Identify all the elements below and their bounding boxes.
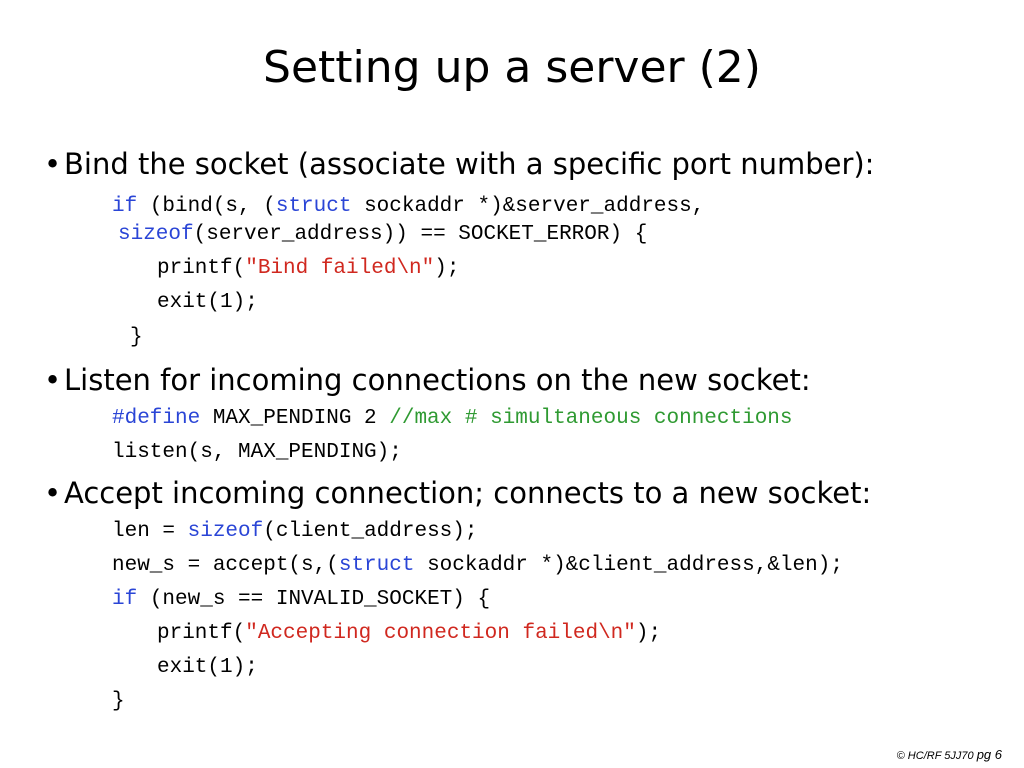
code-text: (server_address)) == SOCKET_ERROR) {	[193, 223, 648, 246]
code-text: (new_s == INVALID_SOCKET) {	[137, 588, 491, 611]
code-text: new_s = accept(s,(	[112, 554, 339, 577]
code-line: }	[112, 688, 125, 716]
code-keyword: #define	[112, 407, 201, 430]
bullet-dot: •	[44, 363, 62, 397]
code-text: printf(	[157, 257, 246, 280]
bullet-heading: Listen for incoming connections on the n…	[64, 363, 811, 397]
code-string: "Bind failed\n"	[245, 257, 435, 280]
code-line: printf("Bind failed\n");	[157, 255, 459, 283]
code-string: "Accepting connection failed\n"	[245, 622, 636, 645]
code-keyword: if	[112, 588, 138, 611]
code-line: exit(1);	[157, 289, 258, 317]
page-number: pg 6	[976, 747, 1002, 762]
footer-copyright: © HC/RF 5JJ70	[896, 750, 974, 762]
code-line: printf("Accepting connection failed\n");	[157, 620, 661, 648]
code-keyword: sizeof	[187, 520, 264, 543]
code-line: #define MAX_PENDING 2 //max # simultaneo…	[112, 405, 793, 433]
code-line: listen(s, MAX_PENDING);	[112, 439, 402, 467]
code-text: (bind(s, (	[137, 195, 276, 218]
code-keyword: sizeof	[118, 223, 194, 246]
code-line: if (new_s == INVALID_SOCKET) {	[112, 586, 490, 614]
code-line: sizeof(server_address)) == SOCKET_ERROR)…	[118, 221, 647, 249]
bullet-heading: Bind the socket (associate with a specif…	[64, 147, 875, 181]
code-text: sockaddr *)&server_address,	[351, 195, 705, 218]
slide-title: Setting up a server (2)	[263, 42, 761, 93]
code-text: exit(1);	[157, 291, 258, 314]
code-line: len = sizeof(client_address);	[112, 518, 478, 546]
code-text: exit(1);	[157, 656, 258, 679]
bullet-bind: •Bind the socket (associate with a speci…	[44, 144, 874, 184]
code-text: );	[434, 257, 460, 280]
bullet-dot: •	[44, 147, 62, 181]
code-text: len =	[112, 520, 188, 543]
code-comment: //max # simultaneous connections	[389, 407, 793, 430]
code-keyword: if	[112, 195, 138, 218]
bullet-listen: •Listen for incoming connections on the …	[44, 360, 811, 400]
bullet-heading: Accept incoming connection; connects to …	[64, 476, 872, 510]
code-text: sockaddr *)&client_address,&len);	[414, 554, 843, 577]
code-text: (client_address);	[263, 520, 478, 543]
code-line: }	[130, 324, 143, 352]
code-line: new_s = accept(s,(struct sockaddr *)&cli…	[112, 552, 843, 580]
code-text: MAX_PENDING 2	[200, 407, 390, 430]
code-text: );	[635, 622, 662, 645]
code-line: exit(1);	[157, 654, 258, 682]
code-keyword: struct	[275, 195, 352, 218]
code-text: }	[112, 690, 125, 713]
code-line: if (bind(s, (struct sockaddr *)&server_a…	[112, 193, 704, 221]
code-keyword: struct	[338, 554, 415, 577]
bullet-accept: •Accept incoming connection; connects to…	[44, 473, 871, 513]
code-text: printf(	[157, 622, 246, 645]
slide-footer: © HC/RF 5JJ70 pg 6	[897, 747, 1002, 762]
code-text: }	[130, 326, 143, 349]
code-text: listen(s, MAX_PENDING);	[112, 441, 402, 464]
bullet-dot: •	[44, 476, 62, 510]
